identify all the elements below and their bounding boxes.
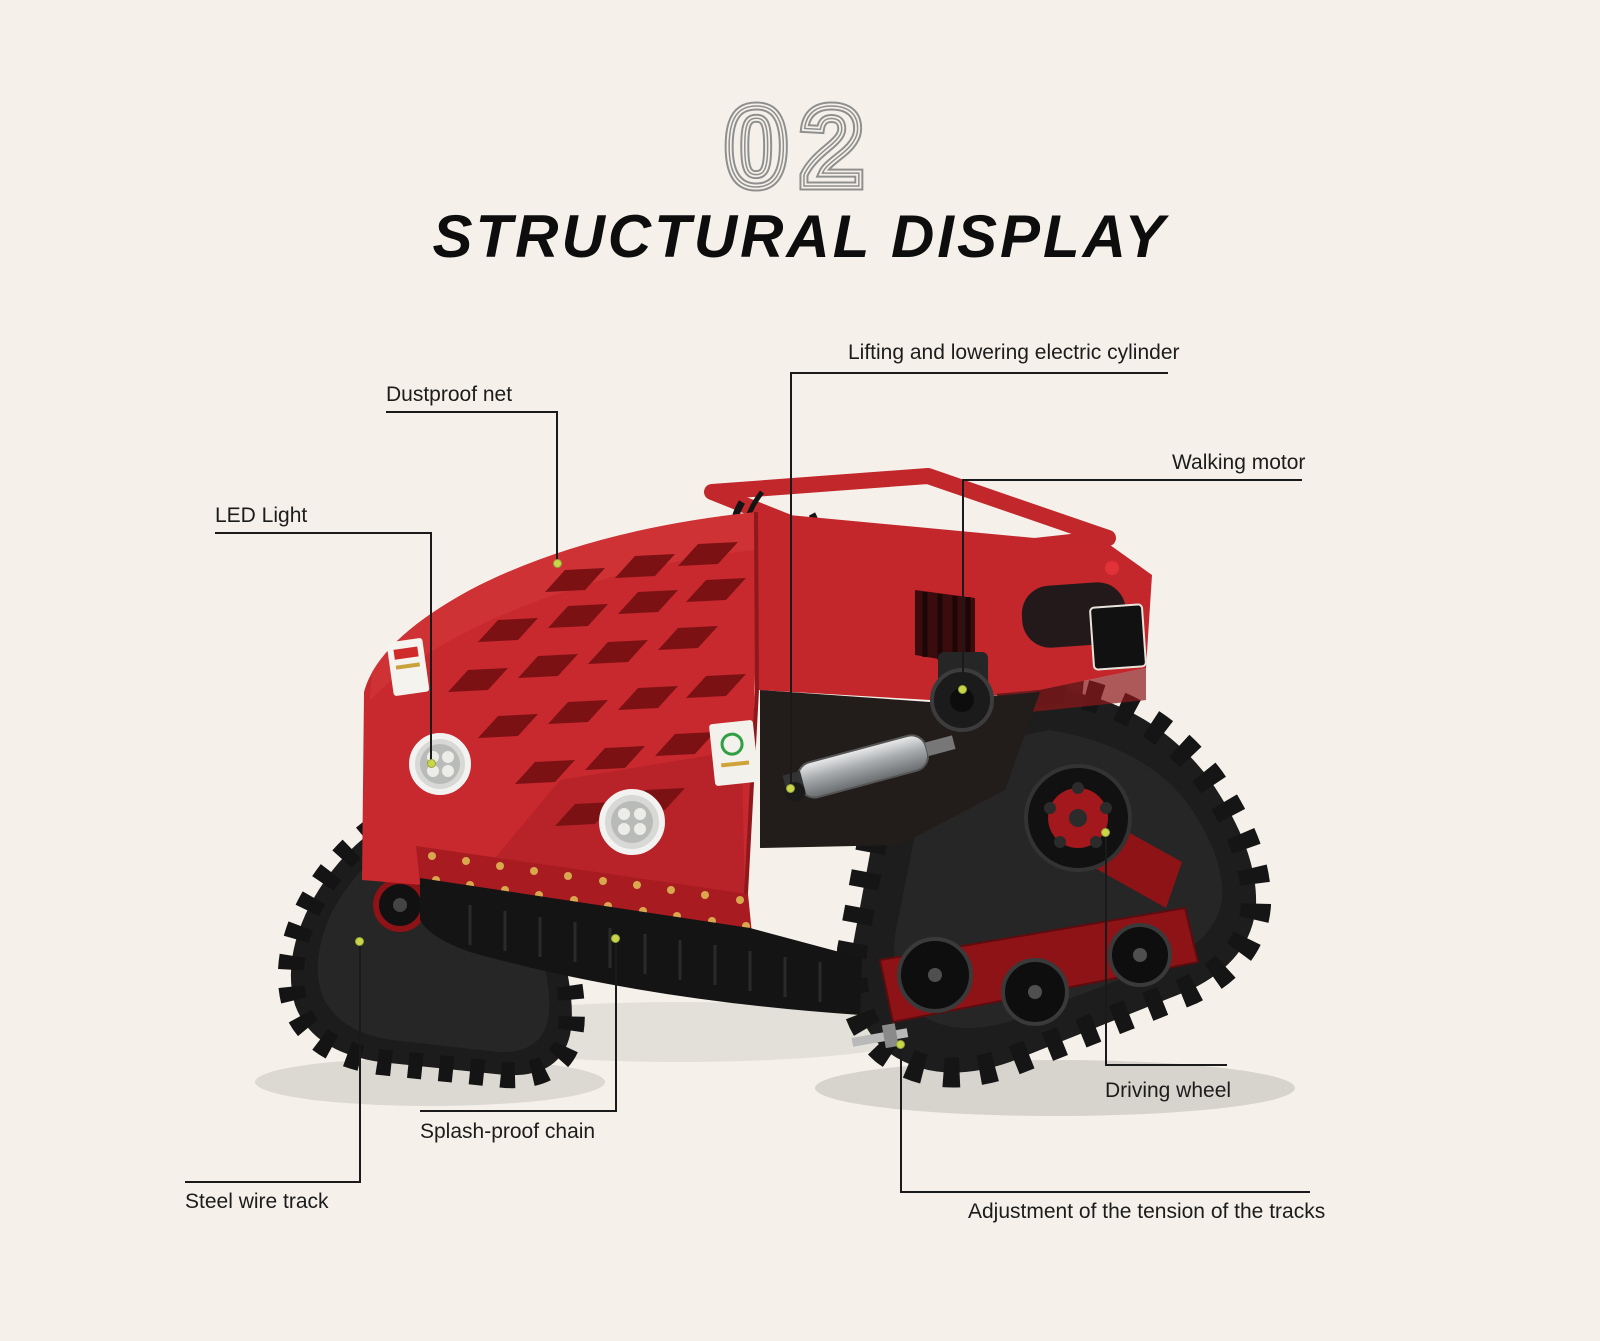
callout-endpoint-dot xyxy=(958,685,967,694)
callout-line xyxy=(900,1191,1310,1193)
callout-line xyxy=(962,479,1302,481)
section-number-graphic: 02 02 02 xyxy=(720,80,876,216)
callout-label: Lifting and lowering electric cylinder xyxy=(848,341,1180,364)
callout-label: Steel wire track xyxy=(185,1190,329,1213)
led-lights xyxy=(409,733,665,855)
led-light-left xyxy=(409,733,471,795)
callout-endpoint-dot xyxy=(896,1040,905,1049)
callout-line xyxy=(359,943,361,1183)
callout-line xyxy=(215,532,432,534)
callout-line xyxy=(615,940,617,1112)
section-number-text: 02 xyxy=(725,84,876,211)
callout-endpoint-dot xyxy=(611,934,620,943)
control-box xyxy=(1089,603,1147,671)
callout-label: Dustproof net xyxy=(386,383,513,406)
callout-line xyxy=(185,1181,361,1183)
callout-line xyxy=(962,479,964,688)
tension-adjuster-part xyxy=(851,1023,909,1049)
callout-line xyxy=(1105,834,1107,1066)
section-number-text: 02 xyxy=(725,84,876,211)
callout-label: Walking motor xyxy=(1172,451,1306,474)
callout-line xyxy=(556,411,558,562)
callout-line xyxy=(1105,1064,1227,1066)
callout-label: Adjustment of the tension of the tracks xyxy=(968,1200,1326,1223)
led-light-right xyxy=(599,789,665,855)
warning-stickers xyxy=(386,638,759,786)
callout-label: Driving wheel xyxy=(1105,1079,1232,1102)
callout-label: LED Light xyxy=(215,504,308,527)
callout-endpoint-dot xyxy=(1101,828,1110,837)
callout-line xyxy=(790,372,1168,374)
page-title: STRUCTURAL DISPLAY xyxy=(432,203,1168,270)
callout-line xyxy=(790,372,792,786)
callout-endpoint-dot xyxy=(427,759,436,768)
callout-line xyxy=(420,1110,617,1112)
callout-endpoint-dot xyxy=(786,784,795,793)
driving-wheel-part xyxy=(1024,764,1132,872)
callout-label: Splash-proof chain xyxy=(420,1120,596,1143)
callout-line xyxy=(900,1046,902,1193)
section-number-text: 02 xyxy=(725,84,876,211)
mechanical-cavity xyxy=(760,652,1040,848)
red-knob xyxy=(1105,561,1119,575)
callout-line xyxy=(430,532,432,762)
callout-line xyxy=(386,411,558,413)
callout-endpoint-dot xyxy=(553,559,562,568)
callout-endpoint-dot xyxy=(355,937,364,946)
splash-skirt xyxy=(420,878,862,1015)
section-number: 02 02 02 xyxy=(0,80,1600,216)
